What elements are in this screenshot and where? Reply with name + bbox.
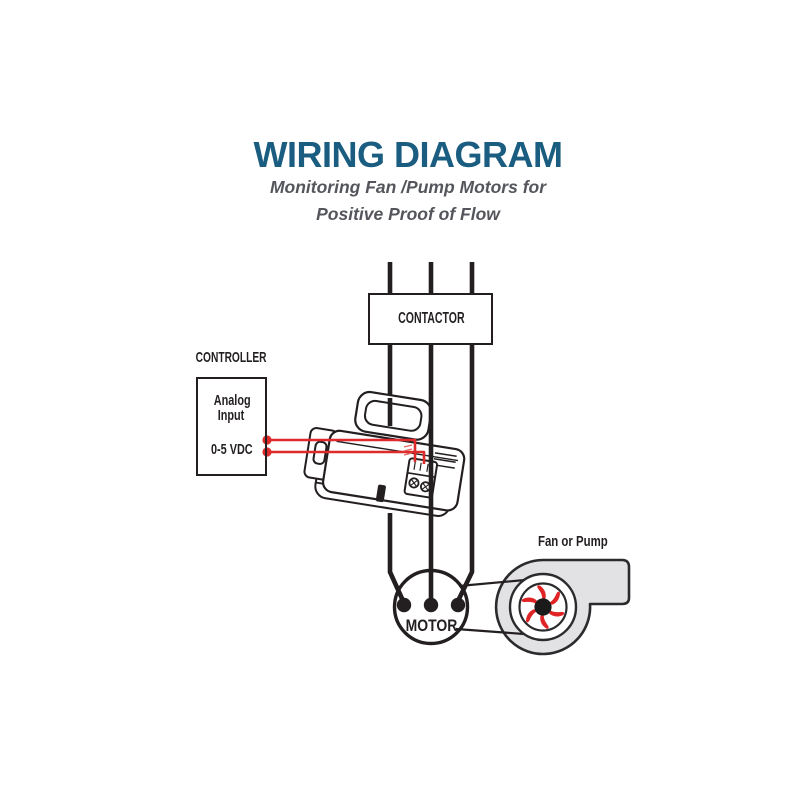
- vdc-label-text: 0-5 VDC: [211, 442, 253, 459]
- impeller-hub: [534, 598, 552, 616]
- page-title: WIRING DIAGRAM: [253, 134, 563, 175]
- motor-label: MOTOR: [394, 616, 468, 636]
- motor-label-text: MOTOR: [405, 616, 457, 636]
- contactor-label: CONTACTOR: [368, 293, 494, 346]
- controller-label: CONTROLLER: [188, 350, 274, 366]
- sensor-clamp-aperture: [363, 399, 423, 432]
- contactor-label-text: CONTACTOR: [397, 310, 465, 328]
- fan-pump-label: Fan or Pump: [518, 534, 628, 550]
- motor-terminals: [396, 597, 466, 613]
- motor-terminal-dot-3: [450, 597, 466, 613]
- fan-pump-symbol: [455, 558, 631, 656]
- contactor-box: [368, 293, 493, 345]
- motor-terminal-dot-1: [396, 597, 412, 613]
- signal-wire-2: [267, 450, 426, 464]
- signal-connection-dot-2: [262, 447, 272, 457]
- vdc-label: 0-5 VDC: [196, 443, 268, 459]
- belt-line-top: [458, 578, 526, 588]
- analog-input-label-text: Analog Input: [213, 392, 251, 424]
- belt-line-bottom: [455, 627, 525, 636]
- subtitle-line-2: Positive Proof of Flow: [316, 204, 500, 224]
- controller-label-text: CONTROLLER: [195, 349, 267, 367]
- impeller-icon: [521, 585, 565, 629]
- power-wire-right: [454, 262, 475, 605]
- analog-input-label: Analog Input: [196, 392, 266, 426]
- motor-terminal-dot-2: [423, 597, 439, 613]
- signal-wire-1: [267, 438, 417, 462]
- sensor-front-slot: [375, 484, 386, 503]
- controller-box: [196, 377, 267, 476]
- subtitle-line-1: Monitoring Fan /Pump Motors for: [269, 177, 547, 197]
- signal-connection-dot-1: [262, 435, 272, 445]
- fan-pump-label-text: Fan or Pump: [538, 533, 608, 551]
- signal-wire-strain-marks: [403, 444, 413, 456]
- power-wire-left-lower: [387, 513, 407, 604]
- signal-wires: [262, 435, 426, 464]
